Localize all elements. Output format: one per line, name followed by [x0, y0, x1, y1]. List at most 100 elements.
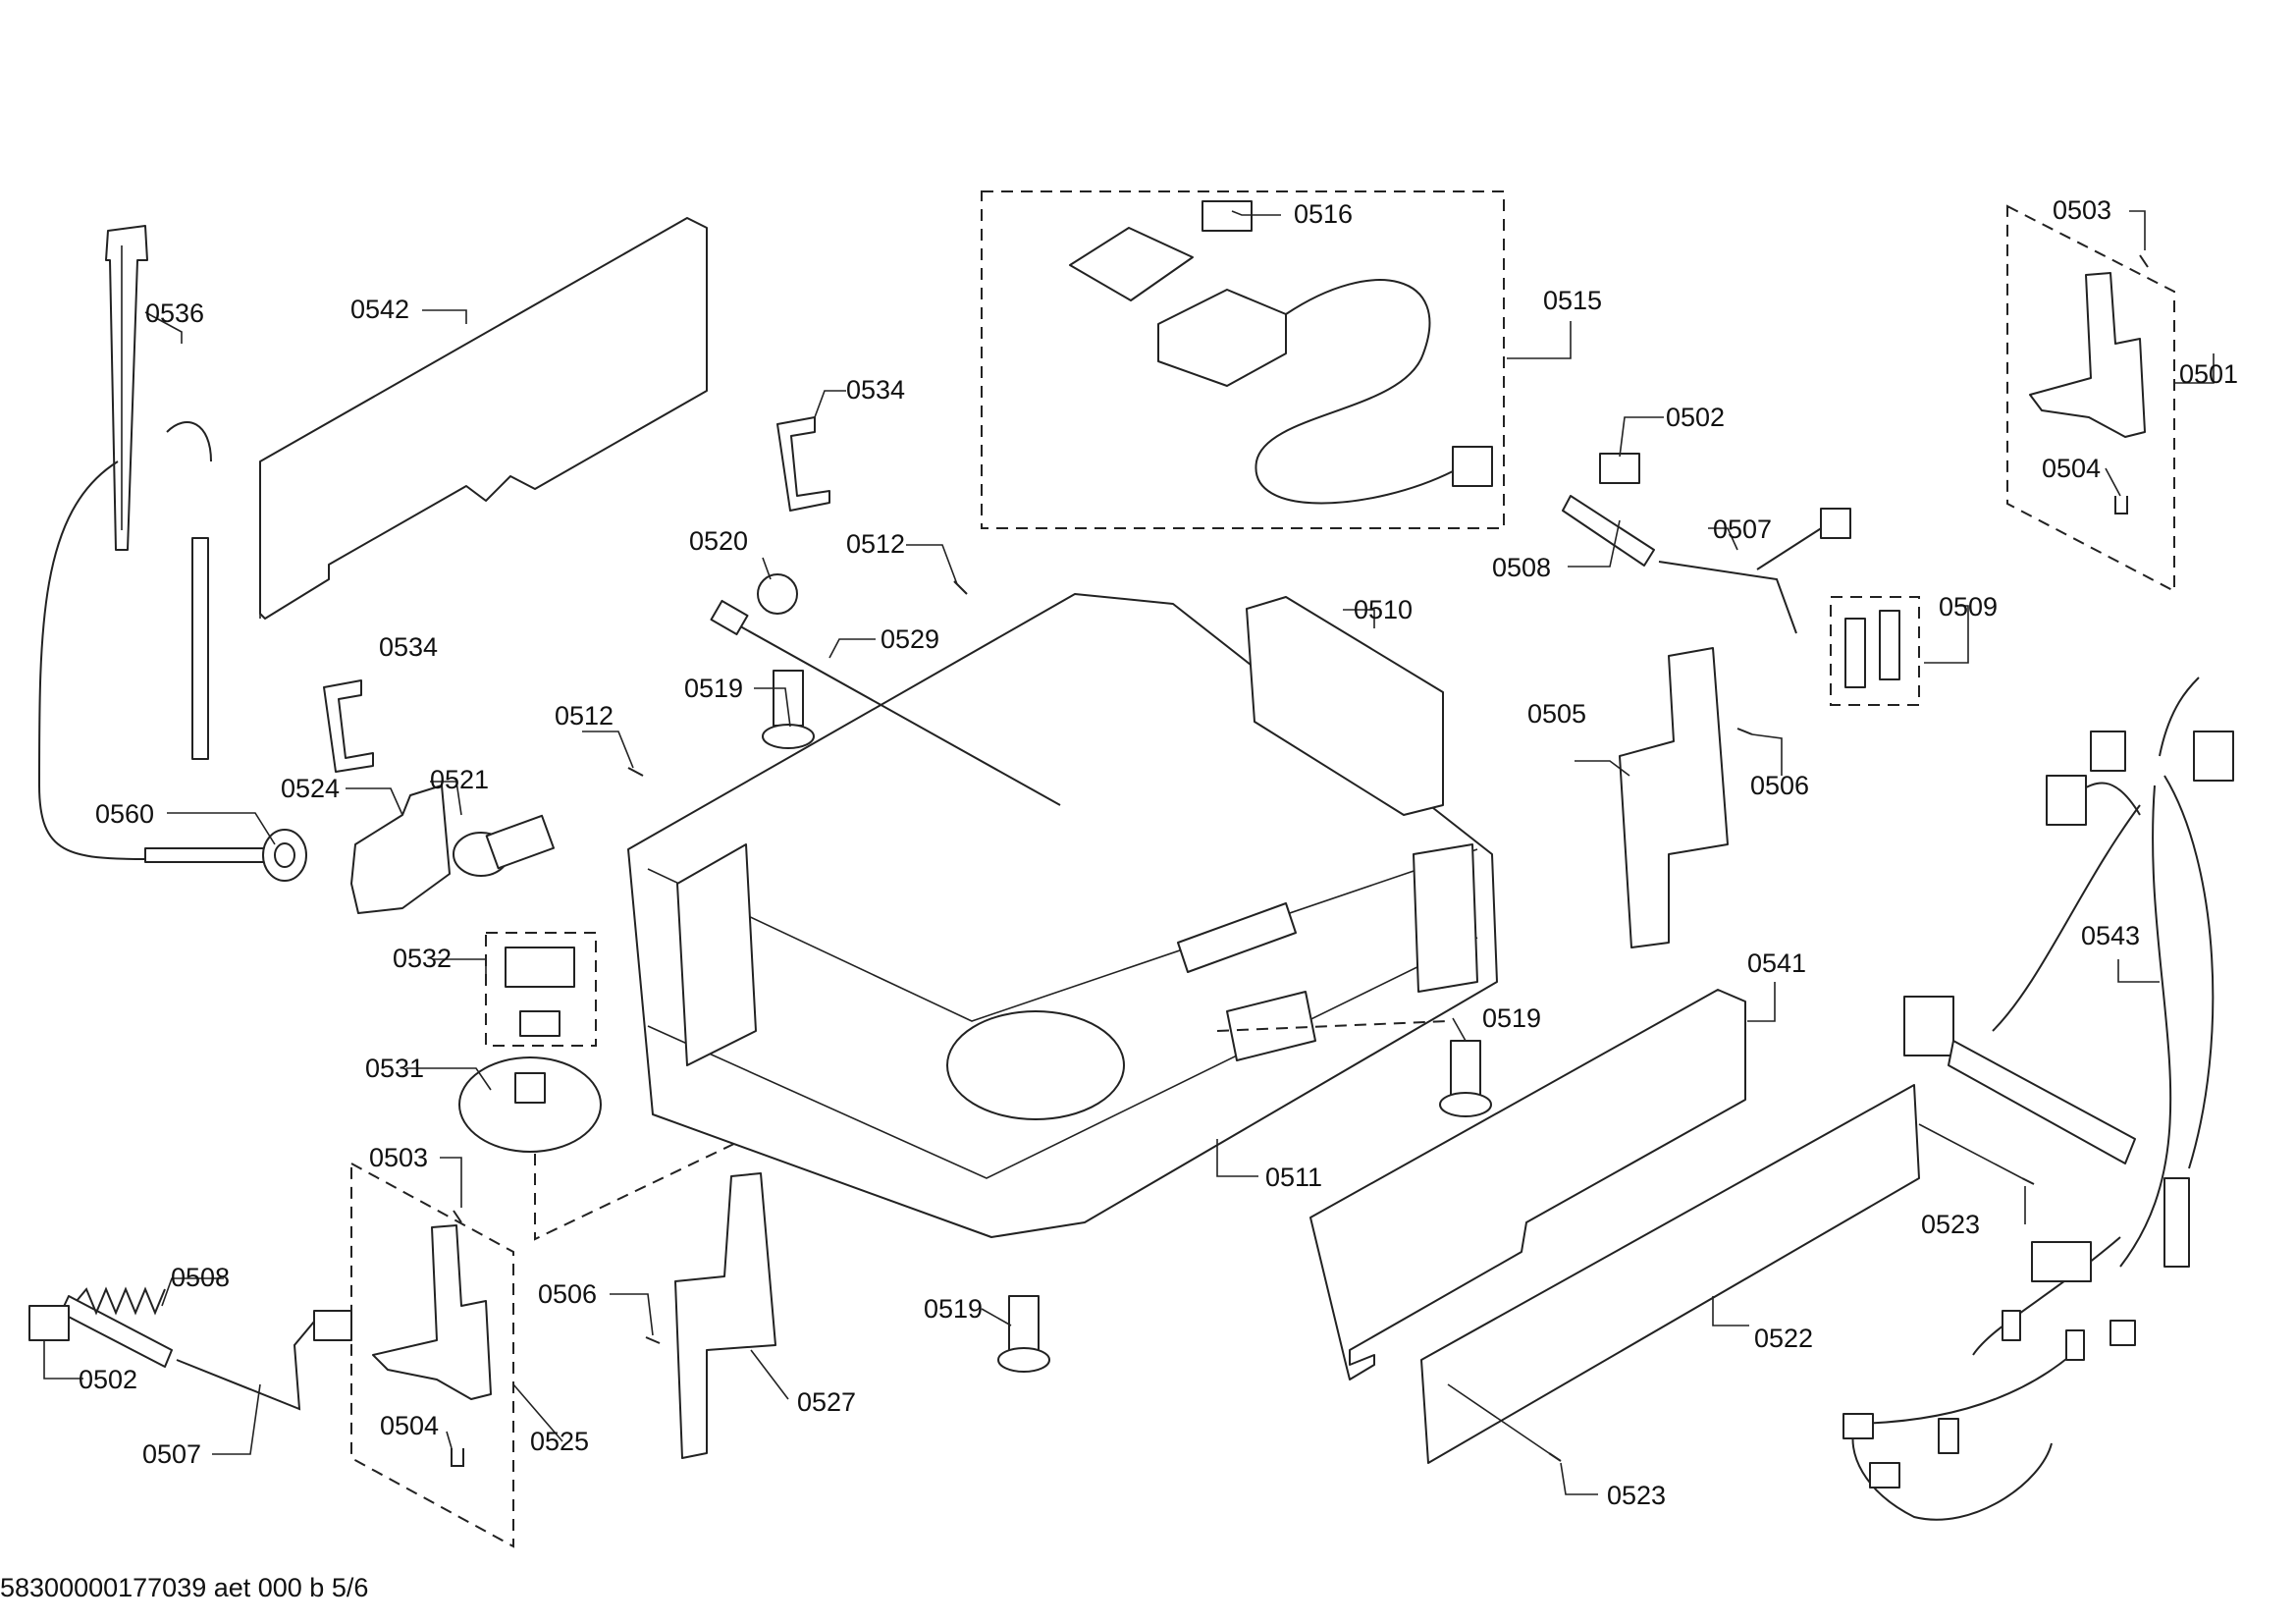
part-0523-screw-a — [2021, 1177, 2035, 1185]
callout-0502-left: 0502 — [79, 1365, 137, 1394]
part-0524-bracket — [350, 785, 451, 914]
callout-0506-right: 0506 — [1750, 771, 1809, 800]
part-0520-gear — [757, 573, 798, 615]
part-0536-lever — [105, 225, 148, 551]
part-0543-wiring-harness — [1842, 677, 2234, 1521]
part-0508-spring-left — [60, 1286, 173, 1368]
part-0503-screw-right — [2139, 254, 2149, 268]
callout-0536: 0536 — [145, 298, 204, 328]
part-0508-spring-right — [1562, 495, 1655, 567]
part-0519-foot-c — [997, 1295, 1050, 1373]
part-0532-sensor-b — [519, 1010, 561, 1037]
callout-0542: 0542 — [350, 295, 409, 324]
part-0506-screw-left — [645, 1336, 661, 1344]
part-0525-group-box — [350, 1162, 514, 1548]
part-0502-clip-left — [28, 1305, 70, 1341]
callout-0541: 0541 — [1747, 948, 1806, 978]
callout-0505: 0505 — [1527, 699, 1586, 729]
callout-0508-left: 0508 — [171, 1263, 230, 1292]
part-0501-hinge — [2029, 272, 2146, 438]
callout-0521: 0521 — [430, 765, 489, 794]
part-0507-connector-right — [1820, 508, 1851, 539]
callout-0501: 0501 — [2179, 359, 2238, 389]
part-0531-guide-line — [534, 1118, 786, 1241]
part-0515-group-box — [981, 190, 1505, 529]
part-0519-foot-a — [762, 670, 815, 749]
callout-0527: 0527 — [797, 1387, 856, 1417]
part-0506-screw-right — [1736, 728, 1753, 735]
callout-0529: 0529 — [881, 624, 939, 654]
part-0534-clip-top — [776, 416, 830, 512]
leader-lines — [43, 210, 2215, 1495]
part-0507-cable-left — [176, 1315, 320, 1411]
callout-0519-a: 0519 — [684, 674, 743, 703]
part-0529-shaft — [725, 618, 1061, 806]
part-0536-cable — [37, 421, 212, 860]
callout-0502-right: 0502 — [1666, 403, 1725, 432]
callout-0531: 0531 — [365, 1054, 424, 1083]
callout-0522: 0522 — [1754, 1324, 1813, 1353]
part-0503-screw-left — [453, 1210, 462, 1223]
part-0507-connector-left — [313, 1310, 352, 1341]
callout-labels: 0536 0542 0534 0534 0560 0524 0521 0532 … — [79, 195, 2238, 1510]
callout-0509: 0509 — [1939, 592, 1998, 622]
callout-0511: 0511 — [1265, 1163, 1322, 1192]
part-0534-clip-lower — [323, 679, 374, 773]
part-0504-clip-left — [451, 1448, 464, 1467]
callout-0503-left: 0503 — [369, 1143, 428, 1172]
part-0509-latch-a — [1844, 618, 1866, 688]
part-0525-hinge — [372, 1224, 492, 1400]
part-0527-bracket — [674, 1172, 776, 1459]
part-0532-sensor-a — [505, 947, 575, 988]
callout-0523-bottom: 0523 — [1607, 1481, 1666, 1510]
callout-0506-left: 0506 — [538, 1279, 597, 1309]
part-0532-group-box — [485, 932, 597, 1047]
part-0523-guide-a — [1918, 1123, 2023, 1179]
part-0511-base-tub — [627, 593, 1498, 1238]
part-0523-guide-b — [1447, 1383, 1550, 1454]
part-0531-disc — [458, 1056, 602, 1153]
callout-0512-a: 0512 — [846, 529, 905, 559]
callout-0532: 0532 — [393, 944, 452, 973]
part-0542-panel — [259, 217, 708, 620]
callout-0523-right: 0523 — [1921, 1210, 1980, 1239]
part-0507-cable-right — [1658, 524, 1827, 634]
callout-0512-b: 0512 — [555, 701, 614, 731]
part-0510-control-module — [1246, 596, 1444, 816]
part-0521-pump — [453, 814, 556, 877]
callout-0534-lower: 0534 — [379, 632, 438, 662]
part-0529-shaft-end — [710, 599, 749, 636]
callout-0560: 0560 — [95, 799, 154, 829]
callout-0525: 0525 — [530, 1427, 589, 1456]
part-0509-latch-b — [1879, 610, 1900, 680]
part-0541-cover — [1309, 989, 1746, 1380]
part-0522-plinth — [1420, 1084, 1920, 1464]
callout-0508-right: 0508 — [1492, 553, 1551, 582]
callout-0520: 0520 — [689, 526, 748, 556]
part-0523-screw-b — [1548, 1452, 1562, 1462]
callout-0504-right: 0504 — [2042, 454, 2101, 483]
callout-0507-right: 0507 — [1713, 514, 1772, 544]
callout-0524: 0524 — [281, 774, 340, 803]
callout-0503-right: 0503 — [2053, 195, 2111, 225]
part-0512-screw-b — [627, 767, 644, 777]
part-0519-foot-b — [1439, 1040, 1492, 1117]
part-0560-shaft — [144, 829, 307, 882]
document-code: 58300000177039 aet 000 b 5/6 — [0, 1573, 369, 1602]
part-0501-group-box — [2006, 204, 2175, 593]
part-tube — [191, 537, 209, 760]
part-0504-clip-right — [2114, 496, 2128, 514]
callout-0515: 0515 — [1543, 286, 1602, 315]
callout-0519-c: 0519 — [924, 1294, 983, 1324]
callout-0543: 0543 — [2081, 921, 2140, 950]
part-0516-pump-unit — [1069, 200, 1493, 505]
callout-0504-left: 0504 — [380, 1411, 439, 1440]
callout-0510: 0510 — [1354, 595, 1413, 624]
callout-0534-top: 0534 — [846, 375, 905, 405]
callout-0507-left: 0507 — [142, 1439, 201, 1469]
callout-0516: 0516 — [1294, 199, 1353, 229]
callout-0519-b: 0519 — [1482, 1003, 1541, 1033]
part-0505-bracket — [1619, 647, 1729, 948]
part-0502-clip-right — [1599, 453, 1640, 484]
